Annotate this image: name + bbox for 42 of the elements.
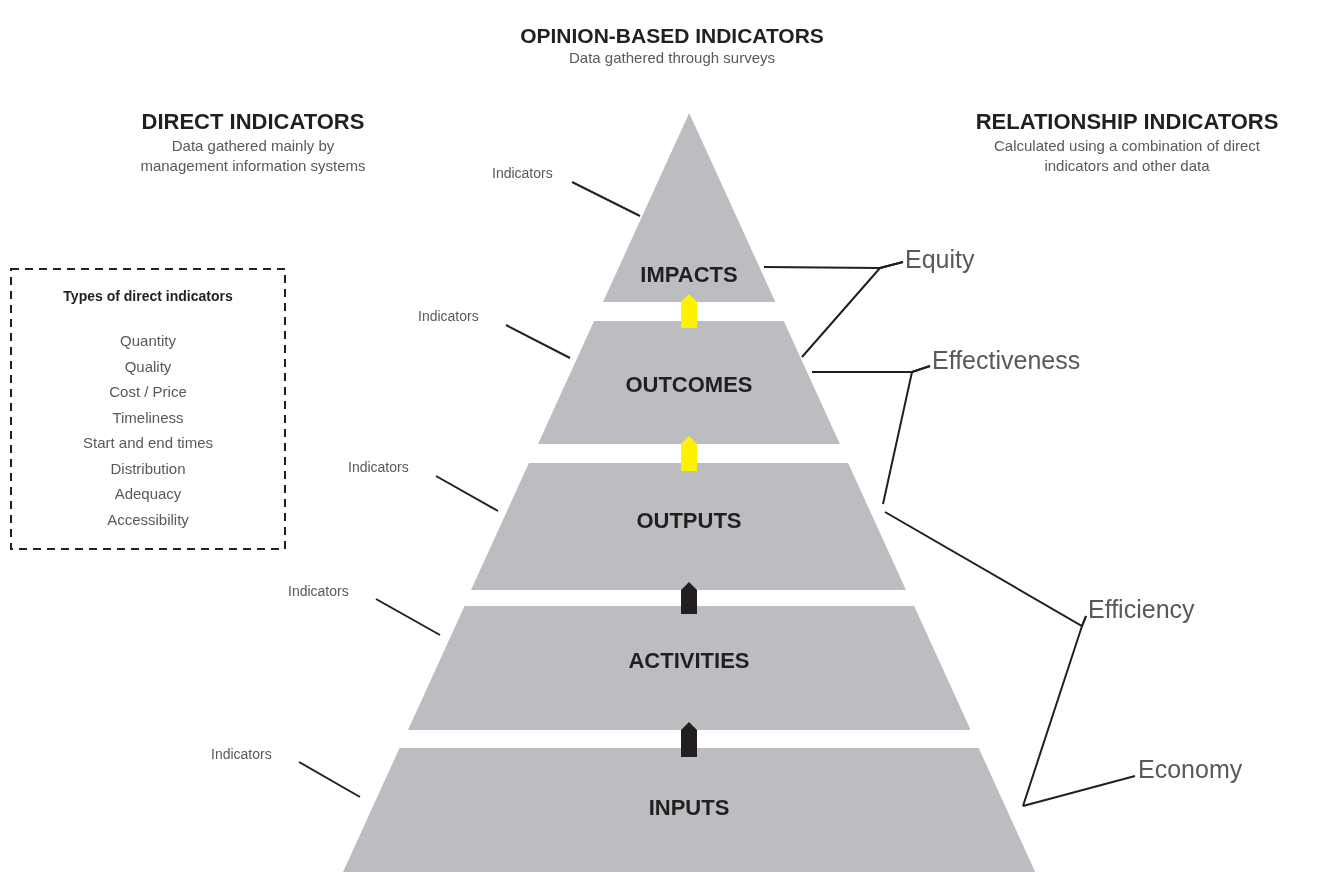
bracket-line: [1022, 775, 1136, 807]
leader-line: [505, 324, 571, 359]
leader-line: [435, 475, 499, 512]
level-label: ACTIVITIES: [628, 648, 750, 674]
list-item: Quality: [124, 357, 172, 375]
bracket-line: [801, 261, 904, 358]
subheading: Data gathered through surveys: [568, 48, 776, 68]
relationship-label: Efficiency: [1088, 595, 1195, 624]
list-item: Timeliness: [112, 408, 184, 426]
bracket-line: [882, 365, 931, 505]
leader-line: [298, 761, 361, 798]
leader-line: [375, 598, 441, 636]
list-item: Quantity: [120, 332, 176, 349]
leader-line: [571, 181, 641, 217]
heading: DIRECT INDICATORS: [140, 108, 366, 136]
arrow: [681, 294, 697, 328]
arrow: [681, 582, 697, 614]
relationship-label: Effectiveness: [932, 346, 1081, 375]
level-label: OUTPUTS: [636, 508, 742, 534]
level-label: IMPACTS: [640, 262, 738, 288]
list-item: Adequacy: [114, 485, 182, 502]
level-label: INPUTS: [648, 795, 730, 821]
list-item: Start and end times: [82, 434, 214, 451]
list-item: Accessibility: [107, 510, 189, 528]
arrow: [681, 436, 697, 471]
indicator-label: Indicators: [211, 746, 272, 762]
indicator-label: Indicators: [492, 165, 553, 181]
relationship-label: Equity: [905, 245, 975, 274]
list-item: Distribution: [110, 459, 186, 477]
box-heading: Types of direct indicators: [63, 288, 233, 304]
indicator-label: Indicators: [418, 308, 479, 324]
indicator-label: Indicators: [348, 459, 409, 475]
list-item: Cost / Price: [109, 383, 187, 400]
arrow: [681, 722, 697, 757]
indicator-label: Indicators: [288, 583, 349, 599]
level-label: OUTCOMES: [625, 372, 753, 398]
heading: OPINION-BASED INDICATORS: [519, 23, 825, 49]
heading: RELATIONSHIP INDICATORS: [974, 108, 1280, 136]
bracket-line: [1022, 615, 1087, 807]
description: Calculated using a combination of direct indicators and other data: [993, 136, 1261, 175]
description: Data gathered mainly by management information systems: [139, 136, 367, 175]
relationship-label: Economy: [1138, 755, 1243, 784]
